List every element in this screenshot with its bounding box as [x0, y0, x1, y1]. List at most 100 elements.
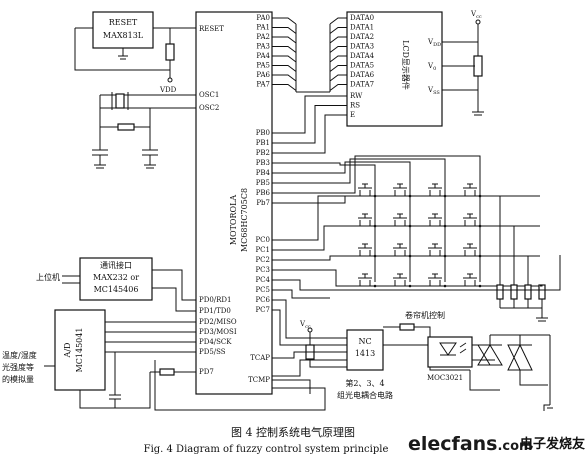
keypad-col-wire — [272, 158, 446, 282]
mcu-left-pin: PD1/TD0 — [199, 307, 231, 315]
mcu-portb-pin: PB5 — [256, 179, 270, 187]
mcu-left-pin: OSC2 — [199, 104, 219, 112]
port-b-wiring — [272, 95, 540, 282]
portb-lcd-wire — [272, 105, 347, 144]
pullup-resistors — [496, 195, 548, 322]
lcd-supply-pin: V0 — [427, 62, 436, 72]
portb-lcd-wire — [272, 95, 347, 134]
mcu-portc-pin: PC5 — [255, 286, 270, 294]
porta-wire — [272, 65, 297, 72]
lcd-ctrl-pin: RW — [350, 92, 363, 100]
keypad-key — [463, 243, 482, 258]
porta-wire — [272, 84, 297, 91]
lcd-supply-pin: VSS — [427, 86, 440, 96]
sensor-input: 温度/湿度 光强度等 的模拟量 — [2, 350, 55, 384]
crystal-circuit — [92, 92, 196, 169]
lcd-supply-pin: VDD — [427, 38, 441, 48]
mcu-left-pin: OSC1 — [199, 91, 219, 99]
keypad-col-wire — [272, 161, 411, 282]
other-groups-1: 第2、3、4 — [345, 378, 384, 388]
lcd-data-pin: DATA6 — [350, 71, 375, 79]
porta-wire-lcd — [329, 27, 347, 34]
mcu-portb-pin: PB2 — [256, 149, 270, 157]
comm-interface: 通讯接口 MAX232 or MC145406 上位机 — [36, 257, 196, 312]
lcd-data-pin: DATA0 — [350, 14, 374, 22]
mcu-left-pin: PD2/MISO — [199, 318, 237, 326]
watermark-cn: 电子发烧友 — [520, 436, 585, 452]
porta-bus-bar — [295, 24, 331, 93]
comm-line1: 通讯接口 — [100, 260, 132, 270]
keypad-key — [463, 213, 482, 228]
porta-wire-lcd — [329, 46, 347, 53]
portc-keypad-wire — [272, 225, 345, 251]
portc-wire — [272, 255, 561, 291]
host-label: 上位机 — [36, 272, 60, 282]
mcu-name-2: MC68HC705C8 — [240, 188, 249, 252]
mcu-porta-pin: PA7 — [256, 81, 270, 89]
driver-chip: NC 1413 Vcc 第2、3、4 组光电耦合电路 — [272, 320, 430, 400]
adc-line2: MC145041 — [75, 328, 84, 373]
keypad-key — [428, 243, 447, 258]
keypad-key — [428, 213, 447, 228]
lcd-data-pin: DATA4 — [350, 52, 375, 60]
keypad-key — [358, 243, 377, 258]
keypad-key — [358, 273, 377, 288]
porta-wire-lcd — [329, 17, 347, 25]
porta-wire — [272, 74, 297, 82]
lcd-ctrl-pin: RS — [350, 102, 360, 110]
porta-wire — [272, 46, 297, 53]
keypad-key — [428, 183, 447, 198]
portc-keypad-wire — [272, 195, 345, 241]
mcu-left-pin: PD3/MOSI — [199, 328, 237, 336]
keypad-key — [463, 183, 482, 198]
reset-chip-name: RESET — [109, 18, 138, 27]
mcu-chip: RESET MOTOROLA MC68HC705C8 OSC1OSC2PD0/R… — [195, 11, 273, 395]
porta-wire-lcd — [329, 84, 347, 91]
portc-keypad-wire — [272, 255, 345, 261]
keypad-key — [393, 243, 412, 258]
mcu-portc-pin: PC2 — [255, 256, 270, 264]
mcu-portb-pin: PB3 — [256, 159, 270, 167]
vdd-label: VDD — [159, 86, 177, 94]
porta-wire — [272, 27, 297, 34]
reset-wiring: VDD — [74, 27, 196, 94]
mcu-portb-pin: Pb7 — [256, 199, 270, 207]
lcd-power-wiring: Vcc — [442, 10, 484, 116]
lcd-data-pin: DATA2 — [350, 33, 374, 41]
driver-line2: 1413 — [355, 349, 375, 358]
port-a-bus — [272, 17, 347, 93]
mcu-portb-pin: PB4 — [256, 169, 271, 177]
portc-wire — [272, 289, 330, 299]
keypad-matrix — [345, 183, 548, 322]
mcu-reset-pin: RESET — [199, 25, 224, 33]
keypad-key — [393, 213, 412, 228]
caption-en: Fig. 4 Diagram of fuzzy control system p… — [144, 444, 389, 455]
mcu-portb-pin: PB6 — [256, 189, 271, 197]
mcu-left-pins: OSC1OSC2PD0/RD1PD1/TD0PD2/MISOPD3/MOSIPD… — [199, 91, 237, 376]
mcu-timer-pin: TCMP — [248, 376, 270, 384]
lcd-data-pin: DATA1 — [350, 24, 374, 32]
mcu-portb-pin: PB0 — [256, 129, 270, 137]
comm-line3: MC145406 — [94, 285, 139, 294]
driver-line1: NC — [358, 337, 371, 346]
keypad-key — [393, 183, 412, 198]
adc-line1: A/D — [63, 343, 72, 359]
keypad-col-wire — [272, 162, 376, 282]
keypad-col-wire — [272, 155, 481, 282]
mcu-name-1: MOTOROLA — [229, 195, 238, 246]
reset-chip: RESET MAX813L — [92, 11, 154, 49]
lcd-data-pin: DATA5 — [350, 62, 374, 70]
porta-wire-lcd — [329, 65, 347, 72]
lcd-data-pin: DATA7 — [350, 81, 374, 89]
tcmp-wire — [272, 379, 311, 394]
mcu-left-pin: PD7 — [199, 368, 214, 376]
watermark-logo: elecfans.com 电子发烧友 — [408, 433, 585, 455]
keypad-key — [463, 273, 482, 288]
reset-chip-part: MAX813L — [103, 31, 144, 40]
optocoupler-label: MOC3021 — [427, 374, 463, 382]
sensor-line2: 光强度等 — [2, 362, 34, 372]
